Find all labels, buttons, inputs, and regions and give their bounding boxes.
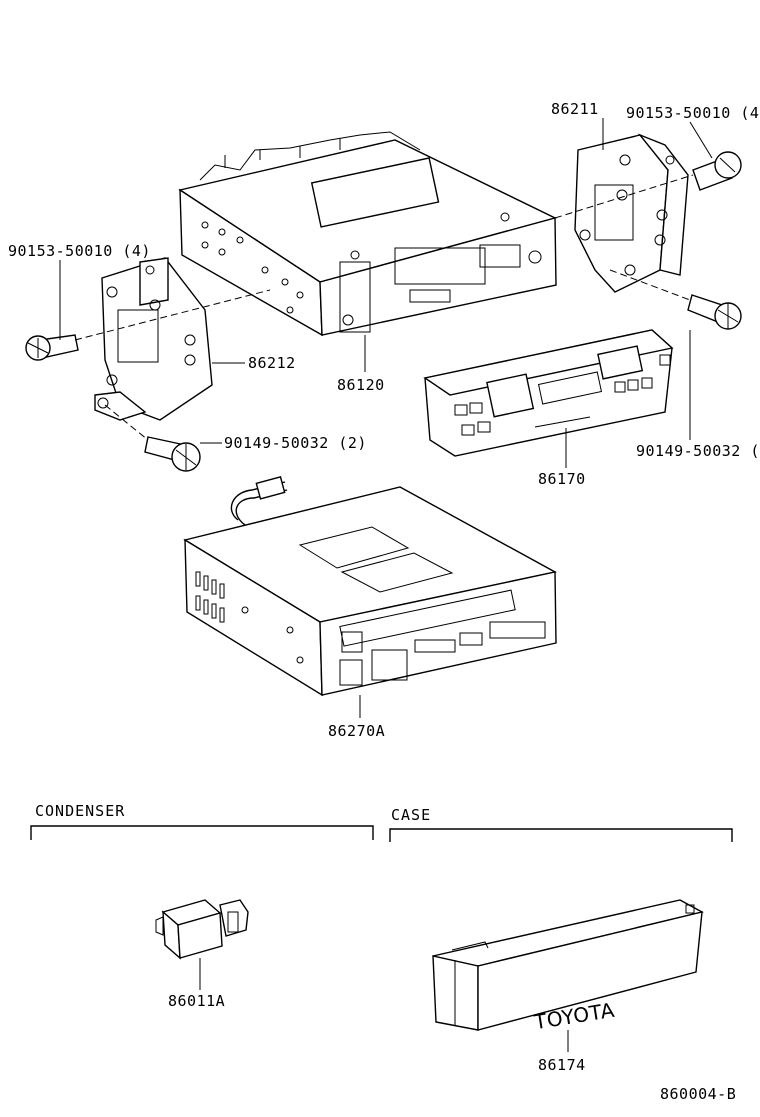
bracket-86212 <box>94 257 213 421</box>
label-90153-50010-right: 90153-50010 (4) <box>626 104 760 122</box>
radio-chassis-86120 <box>178 131 557 337</box>
label-86170: 86170 <box>538 470 586 488</box>
screw-90153-right <box>692 151 742 191</box>
screw-90153-left <box>25 334 79 361</box>
label-90149-50032-right: 90149-50032 (2 <box>636 442 760 460</box>
label-86211: 86211 <box>551 100 599 118</box>
cassette-unit-86270A <box>183 476 557 697</box>
case-bracket-line <box>389 828 733 842</box>
label-86174: 86174 <box>538 1056 586 1074</box>
condenser-bracket-line <box>30 825 374 840</box>
label-90153-50010-left: 90153-50010 (4) <box>8 242 151 260</box>
control-panel-86170 <box>423 329 674 457</box>
section-title-condenser: CONDENSER <box>35 802 125 820</box>
case-86174: TOYOTA <box>432 899 704 1034</box>
condenser-86011A <box>155 899 249 960</box>
bracket-86211 <box>574 133 689 293</box>
label-86212: 86212 <box>248 354 296 372</box>
label-86011A: 86011A <box>168 992 225 1010</box>
label-90149-50032-left: 90149-50032 (2) <box>224 434 367 452</box>
diagram-code: 860004-B <box>660 1085 736 1103</box>
section-title-case: CASE <box>391 806 431 824</box>
label-86120: 86120 <box>337 376 385 394</box>
label-86270A: 86270A <box>328 722 385 740</box>
screw-90149-right <box>687 294 742 330</box>
screw-90149-left <box>144 436 201 472</box>
